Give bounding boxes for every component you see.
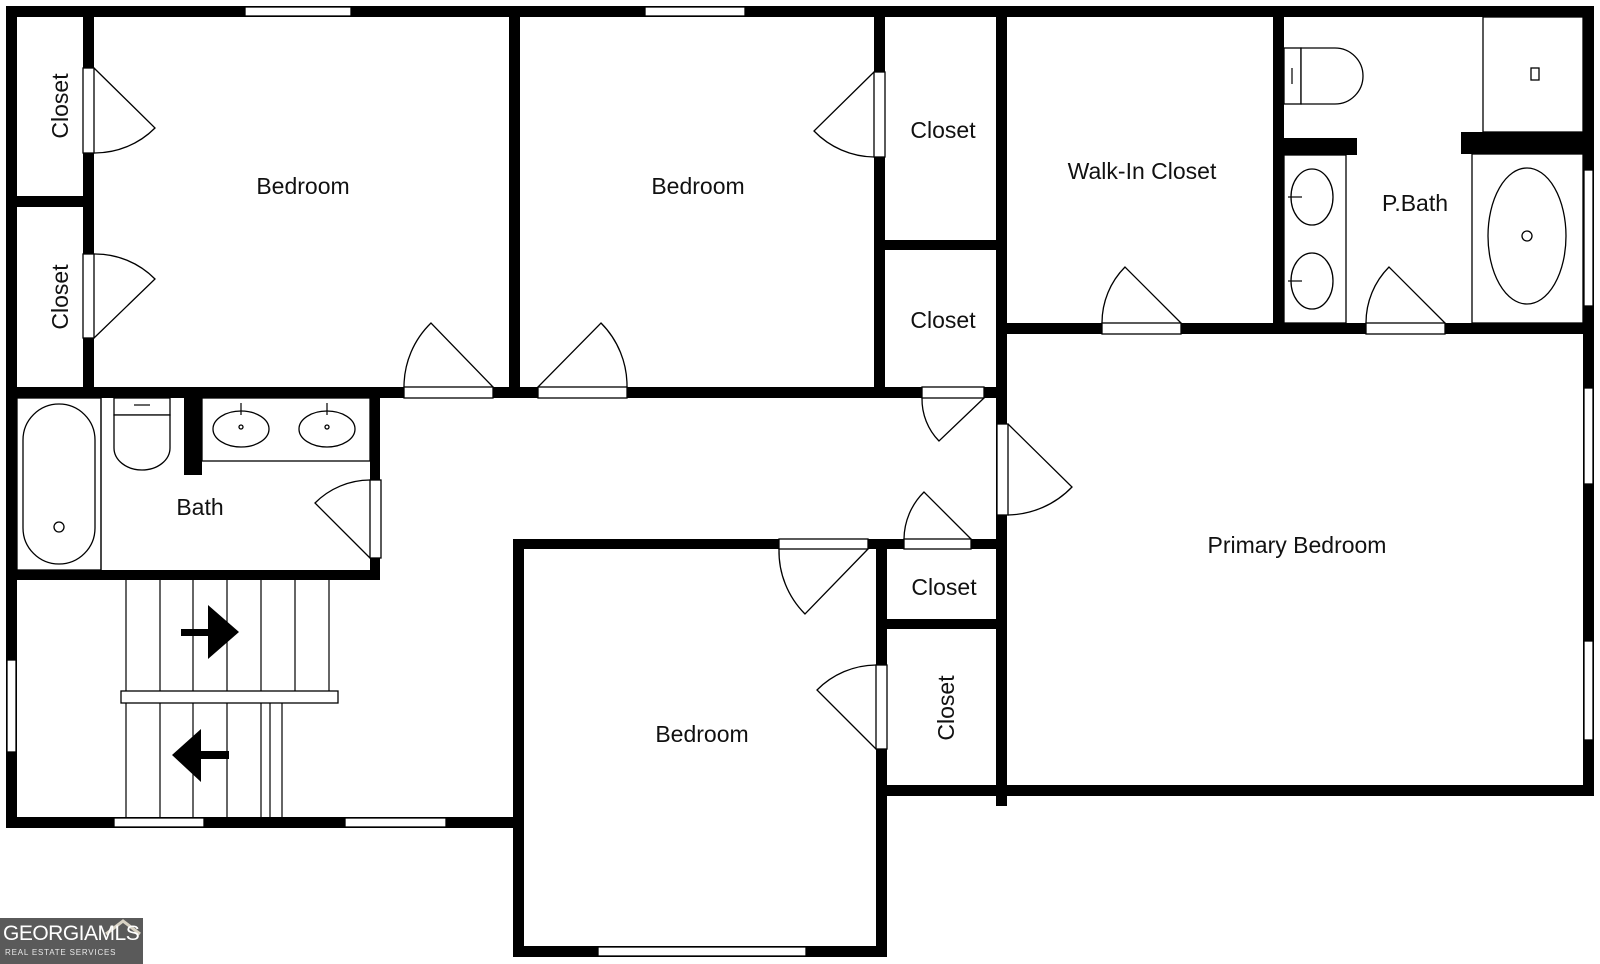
staircase [120, 580, 339, 817]
stair-arrow-right-icon [181, 605, 239, 659]
logo-tagline: REAL ESTATE SERVICES [5, 948, 117, 957]
closet-s-top-label: Closet [911, 574, 977, 600]
walk-in-closet-label: Walk-In Closet [1068, 158, 1217, 184]
room-labels: Closet Closet Bedroom Bedroom Closet Clo… [47, 73, 1448, 747]
closet-nw-bottom-label: Closet [47, 264, 73, 330]
doors [82, 67, 1446, 750]
stair-arrow-left-icon [172, 729, 229, 782]
closet-nw-top-label: Closet [47, 73, 73, 139]
windows [6, 6, 1594, 957]
bedroom-n-label: Bedroom [651, 173, 744, 199]
primary-bedroom-label: Primary Bedroom [1208, 532, 1387, 558]
bath-label: Bath [176, 494, 223, 520]
bedroom-nw-label: Bedroom [256, 173, 349, 199]
bedroom-s-label: Bedroom [655, 721, 748, 747]
house-roof-icon [105, 919, 141, 936]
logo-brand-text: GEORGIAMLS [3, 922, 140, 945]
closet-n-bottom-label: Closet [910, 307, 976, 333]
primary-bath-label: P.Bath [1382, 190, 1448, 216]
fixtures [16, 16, 1584, 571]
walls [6, 6, 1594, 957]
closet-s-bottom-label: Closet [933, 675, 959, 741]
georgia-mls-logo: GEORGIAMLS REAL ESTATE SERVICES [0, 918, 143, 964]
closet-n-top-label: Closet [910, 117, 976, 143]
